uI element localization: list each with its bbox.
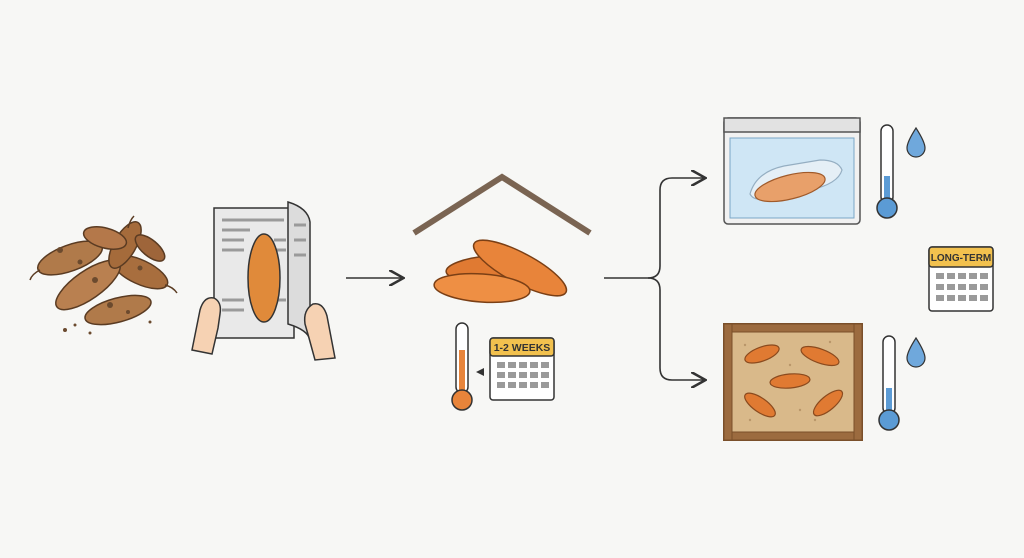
thermometer-cold-bottom-icon [878,335,900,431]
thermometer-cold-top-icon [876,124,898,219]
newspaper-icon [213,200,311,341]
bagged-potato [754,171,826,203]
short-term-label: 1-2 WEEKS [494,342,551,354]
water-drop-icon [906,126,926,158]
thermometer-icon [451,322,484,411]
long-term-label: LONG-TERM [931,253,992,264]
calendar-icon: 1-2 WEEKS [489,337,555,401]
fridge-bin-icon [723,117,861,225]
cured-potatoes [433,239,568,304]
branch-arrow-icon [604,178,704,380]
hands-icon [191,297,336,361]
wrapped-potato [247,233,281,323]
potato-pile-icon [29,215,178,326]
soil-spots [57,247,152,335]
sand-crate-icon [723,323,863,441]
long-term-calendar-icon: LONG-TERM [928,246,994,312]
house-roof-icon [412,173,592,236]
water-drop-icon-bottom [906,336,926,368]
